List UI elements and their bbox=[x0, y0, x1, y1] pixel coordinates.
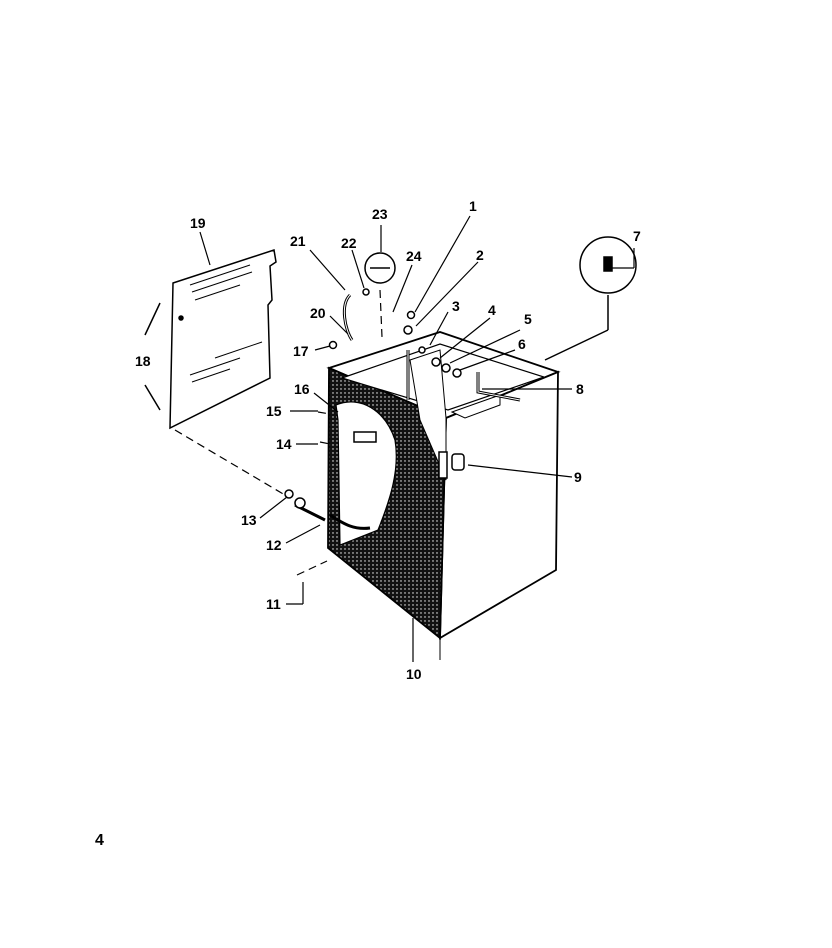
callout-21: 21 bbox=[290, 233, 306, 249]
callout-6: 6 bbox=[518, 336, 526, 352]
callout-7: 7 bbox=[633, 228, 641, 244]
callout-24: 24 bbox=[406, 248, 422, 264]
callout-20: 20 bbox=[310, 305, 326, 321]
callout-8: 8 bbox=[576, 381, 584, 397]
callout-10: 10 bbox=[406, 666, 422, 682]
callout-4: 4 bbox=[488, 302, 496, 318]
detail-insets bbox=[364, 236, 637, 361]
callout-3: 3 bbox=[452, 298, 460, 314]
callout-15: 15 bbox=[266, 403, 282, 419]
cabinet bbox=[326, 331, 561, 660]
back-panel bbox=[144, 249, 277, 430]
callout-19: 19 bbox=[190, 215, 206, 231]
callout-5: 5 bbox=[524, 311, 532, 327]
callout-23: 23 bbox=[372, 206, 388, 222]
assembly-leader-lines bbox=[174, 289, 383, 576]
callout-16: 16 bbox=[294, 381, 310, 397]
page-number: 4 bbox=[95, 832, 104, 849]
callout-17: 17 bbox=[293, 343, 309, 359]
callout-leaders bbox=[199, 215, 635, 662]
callout-14: 14 bbox=[276, 436, 292, 452]
callout-2: 2 bbox=[476, 247, 484, 263]
hose-outlines bbox=[343, 294, 521, 401]
callout-18: 18 bbox=[135, 353, 151, 369]
callout-11: 11 bbox=[266, 596, 281, 612]
callout-9: 9 bbox=[574, 469, 582, 485]
callout-1: 1 bbox=[469, 198, 477, 214]
callout-12: 12 bbox=[266, 537, 282, 553]
callout-13: 13 bbox=[241, 512, 257, 528]
callout-22: 22 bbox=[341, 235, 357, 251]
small-parts bbox=[284, 288, 465, 509]
